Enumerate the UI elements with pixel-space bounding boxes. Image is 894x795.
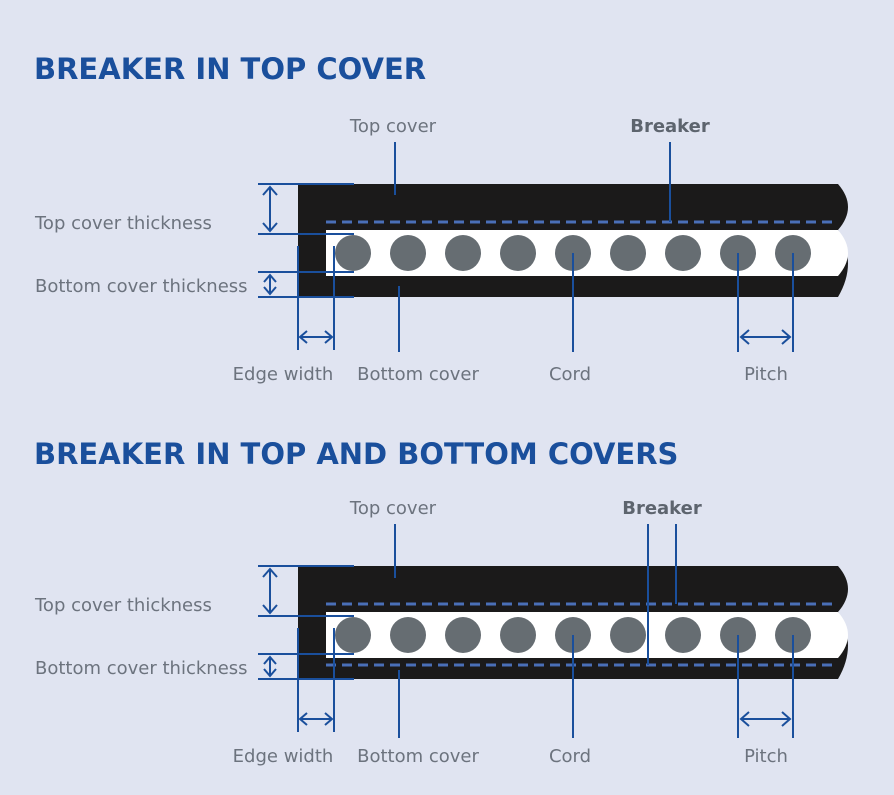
bottom-cover-label: Bottom cover xyxy=(357,364,479,385)
cord-label: Cord xyxy=(549,364,591,385)
bottom-cover-thickness-label: Bottom cover thickness xyxy=(35,276,248,297)
callout-lines xyxy=(258,142,794,352)
edge-width-label: Edge width xyxy=(233,746,334,767)
cord-label: Cord xyxy=(549,746,591,767)
cord-circle xyxy=(665,235,701,271)
top-cover-label: Top cover xyxy=(349,498,437,519)
cord-circle xyxy=(500,235,536,271)
bottom-thickness-arrow xyxy=(263,273,277,296)
top-thickness-arrow xyxy=(262,185,278,233)
breaker-label: Breaker xyxy=(622,498,702,519)
cord-group xyxy=(335,617,811,653)
edge-width-label: Edge width xyxy=(233,364,334,385)
cord-circle xyxy=(500,617,536,653)
cord-circle xyxy=(335,235,371,271)
cord-circle xyxy=(445,617,481,653)
top-cover-thickness-label: Top cover thickness xyxy=(34,213,212,234)
cord-circle xyxy=(445,235,481,271)
top-thickness-arrow xyxy=(262,567,278,615)
breaker-label: Breaker xyxy=(630,116,710,137)
bottom-cover-thickness-label: Bottom cover thickness xyxy=(35,658,248,679)
callout-lines xyxy=(258,524,794,738)
pitch-arrow xyxy=(739,711,792,727)
belt-cross-section-diagram: Top cover Breaker Top cover thickness Bo… xyxy=(34,116,848,385)
cord-circle xyxy=(610,235,646,271)
bottom-thickness-arrow xyxy=(263,655,277,678)
diagram-title: BREAKER IN TOP AND BOTTOM COVERS xyxy=(34,437,679,471)
cord-circle xyxy=(610,617,646,653)
top-cover-thickness-label: Top cover thickness xyxy=(34,595,212,616)
edge-width-arrow xyxy=(298,712,334,726)
diagram-breaker-top-cover: BREAKER IN TOP COVER xyxy=(34,52,848,385)
top-cover-label: Top cover xyxy=(349,116,437,137)
belt-cross-section-diagram: Top cover Breaker Top cover thickness Bo… xyxy=(34,498,848,767)
edge-width-arrow xyxy=(298,330,334,344)
diagram-breaker-top-bottom-covers: BREAKER IN TOP AND BOTTOM COVERS xyxy=(0,380,894,795)
bottom-cover-label: Bottom cover xyxy=(357,746,479,767)
cord-circle xyxy=(390,235,426,271)
pitch-arrow xyxy=(739,329,792,345)
cord-circle xyxy=(390,617,426,653)
cord-circle xyxy=(665,617,701,653)
pitch-label: Pitch xyxy=(744,364,788,385)
diagram-title: BREAKER IN TOP COVER xyxy=(34,52,427,86)
pitch-label: Pitch xyxy=(744,746,788,767)
cord-circle xyxy=(335,617,371,653)
